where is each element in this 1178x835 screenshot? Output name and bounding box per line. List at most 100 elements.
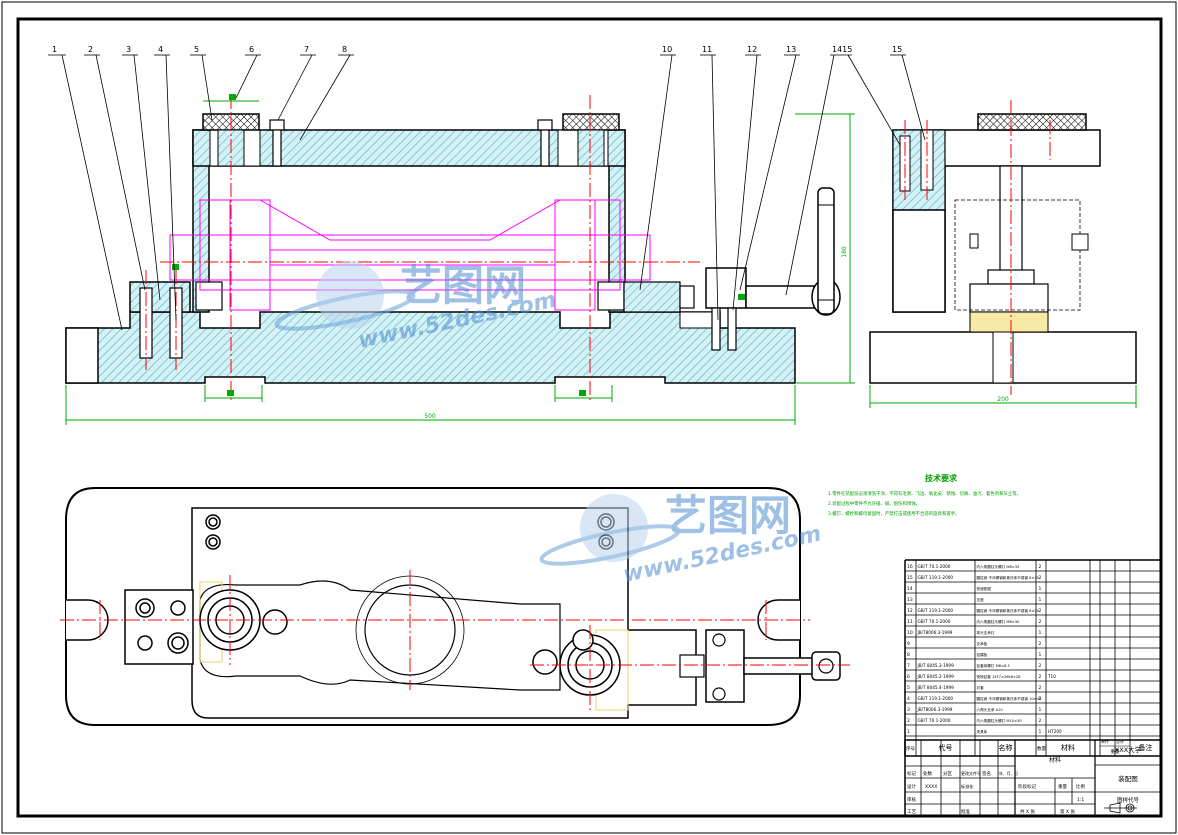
balloon-1415: 1415 [832,45,852,54]
bom-row-qty: 1 [1039,597,1042,603]
bom-row-qty: 2 [1039,663,1042,669]
title-sheet-no: 第 X 张 [1060,808,1075,815]
title-label-count: 处数 [923,770,932,777]
balloon-8: 8 [342,45,347,54]
title-label-process: 工艺 [907,809,916,815]
front-width-dimension: 500 [424,413,436,420]
bom-row-code: GB/T 119.1-2000 [918,696,954,701]
bom-row-material: T10 [1047,674,1056,679]
bom-row-number: 2 [907,718,910,724]
bom-row-qty: 2 [1039,685,1042,691]
drill-bushing-right [562,113,620,131]
bom-row-code: JB/T8006.3-1999 [917,707,953,712]
bom-row-qty: 2 [1039,564,1042,570]
title-label-scale: 比例 [1076,783,1085,790]
bom-row-material: HT200 [1048,729,1062,734]
front-dimensions [65,94,855,425]
bom-row-number: 14 [907,586,913,592]
balloon-1: 1 [52,45,57,54]
projection-symbol [1104,802,1137,814]
balloon-12: 12 [747,45,757,54]
balloon-numbers: 1 2 3 4 5 6 7 8 10 11 12 13 1415 15 [52,45,902,54]
watermark-logo-1: 艺图网 [400,261,526,310]
balloon-10: 10 [662,45,672,54]
bom-row-name: 快换钻套 15F7×26k6×28 [977,674,1022,679]
bom-row-number: 1 [907,729,910,735]
balloon-5: 5 [194,45,199,54]
bom-row-number: 5 [907,685,910,691]
side-view [869,100,1137,395]
title-label-design: 设计 [907,783,916,790]
title-scale-value: 1:1 [1077,797,1084,803]
bom-header-weight: 重量 [1111,748,1120,755]
side-width-dimension: 200 [997,396,1009,403]
bom-row-code: JB/T 8045.4-1999 [917,685,955,690]
watermark-logo-2: 艺图网 [665,491,791,540]
inner-frame [16,17,1163,818]
title-designer: XXXX [925,784,937,790]
bom-row-qty: 2 [1039,575,1042,581]
bom-header-unit-weight: 单件 [1101,738,1109,744]
title-sheet-total: 共 X 张 [1020,808,1035,815]
title-label-mark: 标记 [907,770,916,777]
bom-row-name: 钻套用螺钉 M8×8.5 [977,663,1010,668]
bom-row-code: JB/T 8045.3-1999 [917,663,955,668]
title-label-weight: 重量 [1058,783,1067,790]
bom-row-qty: 1 [1039,729,1042,735]
bom-row-name: 钻模板 [977,652,988,657]
bom-row-qty: 2 [1039,696,1042,702]
bom-row-name: 球头支承钉 [977,630,995,635]
title-label-review: 审核 [907,796,916,803]
bom-row-number: 6 [907,674,910,680]
title-drawing-name: 装配图 [1118,774,1138,783]
bom-header-qty: 数量 [1037,745,1046,752]
bom-row-qty: 1 [1039,707,1042,713]
balloon-11: 11 [702,45,712,54]
bom-row-number: 16 [907,564,913,570]
bom-row-name: 圆柱销 不淬硬钢和奥氏体不锈钢 8×30 [977,575,1040,580]
title-label-stage: 阶段标记 [1018,783,1036,790]
bom-row-number: 3 [907,707,910,713]
clamp-screw [745,285,815,309]
front-view [65,95,841,400]
bom-row-code: GB/T 70.1-2000 [918,619,951,624]
bom-row-qty: 1 [1039,586,1042,592]
bom-row-qty: 2 [1039,674,1042,680]
bom-row-name: 快速垫圈 [977,586,992,591]
height-dimension: 180 [841,246,848,258]
bom-row-qty: 2 [1039,619,1042,625]
title-label-change-doc: 更改文件号 [961,770,981,776]
bom-row-number: 8 [907,652,910,658]
bom-row-name: 六角头支承 A10 [977,707,1004,712]
tech-req-line: 1.零件在装配前必须清洗干净，不得有毛刺、飞边、氧化皮、锈蚀、切屑、油污、着色剂… [828,490,1021,497]
bom-row-code: GB/T 70.1-2000 [918,718,951,723]
bom-header-total-weight: 总计 [1116,738,1124,744]
clamp-handle [817,187,835,315]
bom-row-number: 7 [907,663,910,669]
bom-header-material: 材料 [1061,743,1075,752]
bom-row-name: 支承板 [977,641,988,646]
bom-row-number: 4 [907,696,910,702]
balloon-13: 13 [786,45,796,54]
balloon-3: 3 [126,45,131,54]
title-material-mark: 材料 [1049,756,1061,764]
title-label-zone: 分区 [943,770,952,777]
bom-row-code: JB/T8006.3-1999 [917,630,953,635]
bom-row-qty: 1 [1039,652,1042,658]
title-label-approve: 批准 [961,808,970,815]
bom-row-code: GB/T 70.1-2000 [918,564,951,569]
bom-row-code: GB/T 119.1-2000 [918,575,954,580]
drill-plate [192,129,626,167]
tech-req-line: 3.螺钉、螺栓和螺母紧固时，严禁打击或使用不合适的旋具和扳手。 [828,510,960,517]
technical-requirements: 技术要求 1.零件在装配前必须清洗干净，不得有毛刺、飞边、氧化皮、锈蚀、切屑、油… [828,473,1021,517]
title-drawing-number: 图样代号 [1117,796,1140,804]
bom-row-name: 内六角圆柱头螺钉 M8×35 [977,564,1020,569]
bom-row-number: 15 [907,575,913,581]
title-block-text: 材料 XXX大学 装配图 图样代号 标记 处数 分区 更改文件号 签名 年、月、… [907,745,1142,815]
balloon-leaders [48,54,926,331]
bom-row-number: 9 [907,641,910,647]
bom-row-number: 12 [907,608,913,614]
